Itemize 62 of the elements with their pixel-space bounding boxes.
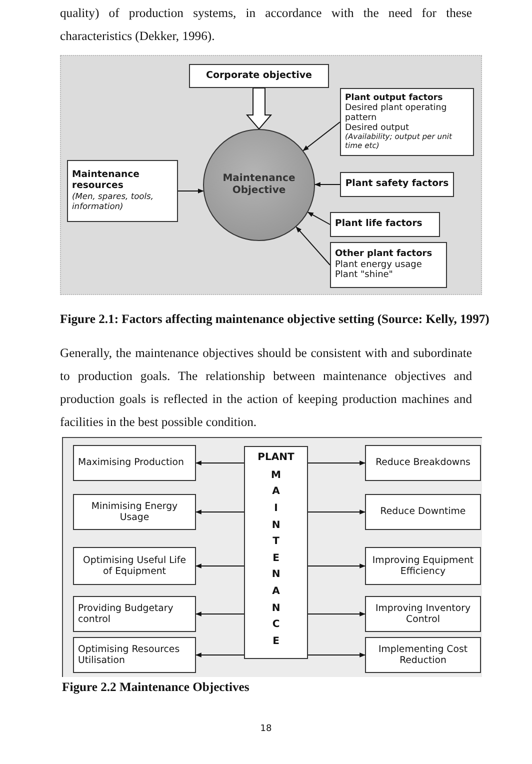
arrow: [195, 564, 244, 568]
node-title: Maintenance resources: [72, 170, 140, 192]
arrow: [314, 182, 340, 187]
node-title: Providing Budgetary control: [78, 602, 174, 626]
objective-box: [365, 494, 481, 530]
node-title: Implementing Cost Reduction: [377, 644, 469, 666]
node-title: Reduce Downtime: [379, 506, 467, 518]
node-text: M A I N T E N A N C E: [270, 468, 282, 649]
arrow: [308, 564, 366, 568]
arrow: [195, 510, 244, 514]
node-title: Optimising Resources Utilisation: [78, 644, 181, 666]
arrow: [308, 510, 366, 514]
node-title: Optimising Useful Life of Equipment: [82, 554, 187, 578]
objective-box: [73, 494, 196, 530]
factor-box: [67, 160, 178, 222]
arrow: [178, 188, 204, 194]
arrow: [308, 460, 366, 466]
arrow: [246, 88, 272, 130]
factor-box: [340, 172, 454, 197]
node-title: Other plant factors: [335, 249, 434, 260]
arrow: [195, 460, 244, 466]
plant-maintenance-box: [244, 446, 308, 659]
node-text: Desired output: [345, 123, 410, 134]
node-title: Plant output factors: [345, 92, 444, 103]
arrow: [302, 122, 340, 152]
objective-box: [365, 596, 481, 632]
arrow: [308, 612, 366, 616]
arrow: [296, 226, 330, 266]
node-title: Corporate objective: [205, 70, 313, 82]
objective-box: [73, 445, 196, 481]
figure-caption: Figure 2.1: Factors affecting maintenance objective setting (Source: Kelly, 1997): [60, 311, 490, 328]
node-title: Plant life factors: [335, 219, 424, 230]
objective-box: [365, 547, 481, 585]
arrow: [195, 612, 244, 616]
node-title: Minimising Energy Usage: [90, 500, 179, 524]
node-title: PLANT: [256, 452, 296, 464]
node-text: (Men, spares, tools, information): [72, 192, 154, 212]
objective-box: [189, 64, 329, 88]
node-text: Plant "shine": [335, 270, 394, 281]
node-title: Improving Inventory Control: [374, 602, 472, 626]
objective-box: [73, 596, 196, 632]
node-text: Desired plant operating pattern: [345, 102, 448, 124]
objective-box: [73, 547, 196, 585]
arrow: [307, 212, 330, 225]
node-title: Plant safety factors: [345, 179, 449, 190]
objective-box: [365, 637, 481, 673]
objective-box: [365, 445, 481, 481]
body-paragraph: Generally, the maintenance objectives should be consistent with and subordinate to production goals. The relationship between maintenance objectives and production goals is reflected in the action of keeping production machines and facilities in the best possible condition.: [60, 345, 472, 431]
node-title: Maximising Production: [78, 457, 185, 469]
node-text: Plant energy usage: [335, 260, 423, 270]
arrow: [195, 652, 244, 658]
factor-box: [330, 212, 440, 237]
factor-box: [340, 88, 474, 156]
objective-box: [73, 637, 196, 673]
node-title: Maintenance Objective: [222, 173, 296, 197]
body-paragraph: quality) of production systems, in accordance with the need for these characteristics (Dekker, 1996).: [60, 5, 472, 45]
arrow: [308, 652, 366, 658]
page-number: 18: [259, 723, 273, 736]
node-title: Reduce Breakdowns: [374, 457, 472, 469]
factor-box: [330, 242, 447, 288]
node-title: Improving Equipment Efficiency: [371, 554, 475, 578]
figure-caption: Figure 2.2 Maintenance Objectives: [62, 679, 250, 696]
